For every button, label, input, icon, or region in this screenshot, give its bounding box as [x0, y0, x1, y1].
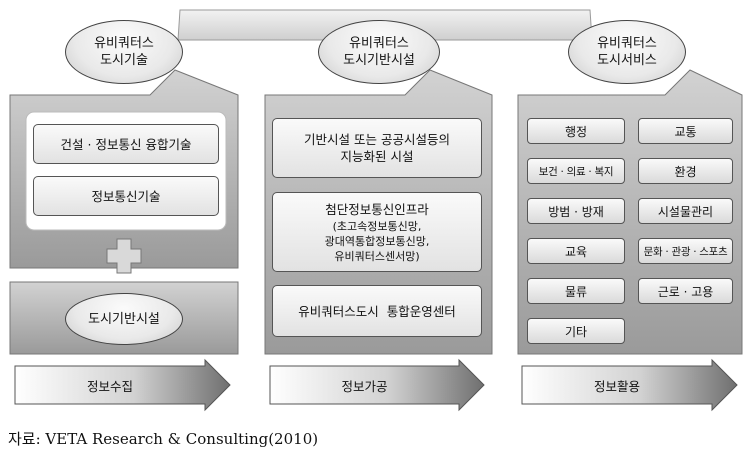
- service-crime-disaster: 방범 · 방재: [527, 198, 625, 224]
- service-education: 교육: [527, 238, 625, 264]
- arrow-middle: [269, 358, 485, 412]
- oval-label: 도시기반시설: [88, 311, 160, 327]
- oval-urban-services: 유비쿼터스 도시서비스: [568, 20, 686, 84]
- oval-line-2: 도시기술: [100, 53, 148, 68]
- arrow-right: [521, 358, 738, 412]
- arrow-left: [14, 358, 231, 412]
- plus-icon: [106, 238, 142, 274]
- oval-line-2: 도시서비스: [597, 53, 657, 68]
- box-line-3: 유비쿼터스센서망): [334, 249, 420, 263]
- oval-line-1: 유비쿼터스: [349, 36, 409, 51]
- service-labor-employment: 근로 · 고용: [638, 278, 733, 304]
- box-construction-ict-convergence: 건설 · 정보통신 융합기술: [33, 124, 219, 164]
- arrow-label-utilize: 정보활용: [593, 378, 640, 394]
- box-line-1: 기반시설 또는 공공시설등의: [304, 132, 450, 147]
- service-administration: 행정: [527, 118, 625, 144]
- service-other: 기타: [527, 318, 625, 344]
- oval-line-1: 유비쿼터스: [94, 36, 154, 51]
- box-line-1: (초고속정보통신망,: [332, 219, 422, 233]
- service-environment: 환경: [638, 158, 733, 184]
- oval-line-1: 유비쿼터스: [597, 36, 657, 51]
- oval-line-2: 도시기반시설: [343, 53, 415, 68]
- source-caption: 자료: VETA Research & Consulting(2010): [8, 430, 319, 448]
- box-ict-technology: 정보통신기술: [33, 176, 219, 216]
- box-line-2: 지능화된 시설: [340, 149, 414, 164]
- box-title: 첨단정보통신인프라: [325, 201, 429, 217]
- box-line-2: 광대역통합정보통신망,: [324, 234, 430, 248]
- service-culture-tourism-sports: 문화 · 관광 · 스포츠: [638, 238, 733, 264]
- service-health-welfare: 보건 · 의료 · 복지: [527, 158, 625, 184]
- arrow-label-process: 정보가공: [341, 378, 388, 394]
- service-facility-management: 시설물관리: [638, 198, 733, 224]
- service-transportation: 교통: [638, 118, 733, 144]
- oval-urban-technology: 유비쿼터스 도시기술: [65, 20, 183, 84]
- service-logistics: 물류: [527, 278, 625, 304]
- box-integrated-operation-center: 유비쿼터스도시 통합운영센터: [272, 285, 482, 337]
- box-intelligent-facilities: 기반시설 또는 공공시설등의 지능화된 시설: [272, 118, 482, 178]
- oval-urban-infrastructure: 도시기반시설: [65, 293, 183, 345]
- oval-urban-infrastructure-top: 유비쿼터스 도시기반시설: [318, 20, 440, 84]
- arrow-label-collect: 정보수집: [86, 378, 133, 394]
- box-advanced-ict-infra: 첨단정보통신인프라 (초고속정보통신망, 광대역통합정보통신망, 유비쿼터스센서…: [272, 192, 482, 272]
